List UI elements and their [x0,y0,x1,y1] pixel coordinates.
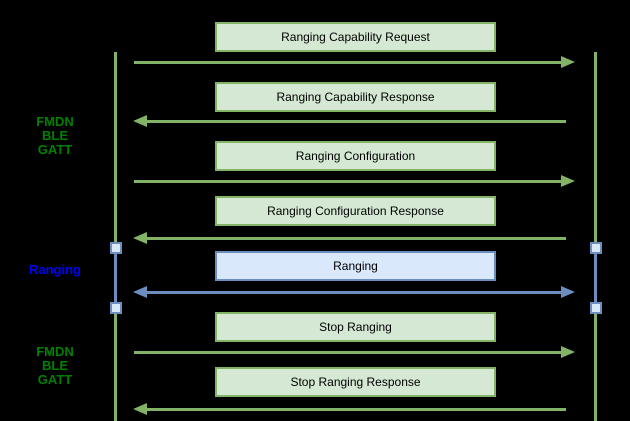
arrow-line [134,61,561,64]
message-box-ranging: Ranging [215,251,496,281]
lifeline-left [114,52,117,421]
message-label: Ranging Configuration [295,149,416,163]
message-label: Ranging Capability Response [276,90,435,104]
arrowhead-right-icon [561,56,575,68]
message-box-ranging-capability-request: Ranging Capability Request [215,22,496,52]
message-label: Stop Ranging Response [290,375,421,389]
message-label: Stop Ranging [319,320,392,334]
message-label: Ranging Capability Request [281,30,430,44]
message-box-stop-ranging-response: Stop Ranging Response [215,367,496,397]
arrowhead-left-icon [133,115,147,127]
activation-marker-left-top [110,242,122,254]
side-label-fmdn-ble-gatt-bottom: FMDN BLE GATT [5,345,105,387]
arrow-line [147,291,561,294]
side-label-fmdn-ble-gatt-top: FMDN BLE GATT [5,115,105,157]
side-label-line: BLE [42,358,68,373]
arrowhead-right-icon [561,175,575,187]
message-label: Ranging [333,259,378,273]
message-box-ranging-configuration: Ranging Configuration [215,141,496,171]
arrow-line [147,120,566,123]
message-box-stop-ranging: Stop Ranging [215,312,496,342]
arrow-line [134,351,561,354]
side-label-line: FMDN [36,114,74,129]
message-label: Ranging Configuration Response [267,204,444,218]
lifeline-right [594,52,597,421]
arrow-line [147,237,566,240]
activation-marker-left-bottom [110,302,122,314]
ranging-activation-segment-left [114,253,117,304]
side-label-line: BLE [42,128,68,143]
arrowhead-left-icon [133,403,147,415]
side-label-line: GATT [37,142,73,157]
message-box-ranging-capability-response: Ranging Capability Response [215,82,496,112]
arrow-line [134,180,561,183]
arrowhead-right-icon [561,346,575,358]
side-label-line: Ranging [29,262,81,277]
side-label-line: GATT [37,372,73,387]
arrowhead-left-icon [133,286,147,298]
arrowhead-left-icon [133,232,147,244]
side-label-ranging: Ranging [5,263,105,277]
arrow-line [147,408,566,411]
side-label-line: FMDN [36,344,74,359]
activation-marker-right-top [590,242,602,254]
message-box-ranging-configuration-response: Ranging Configuration Response [215,196,496,226]
activation-marker-right-bottom [590,302,602,314]
arrowhead-right-icon [561,286,575,298]
ranging-activation-segment-right [594,253,597,304]
